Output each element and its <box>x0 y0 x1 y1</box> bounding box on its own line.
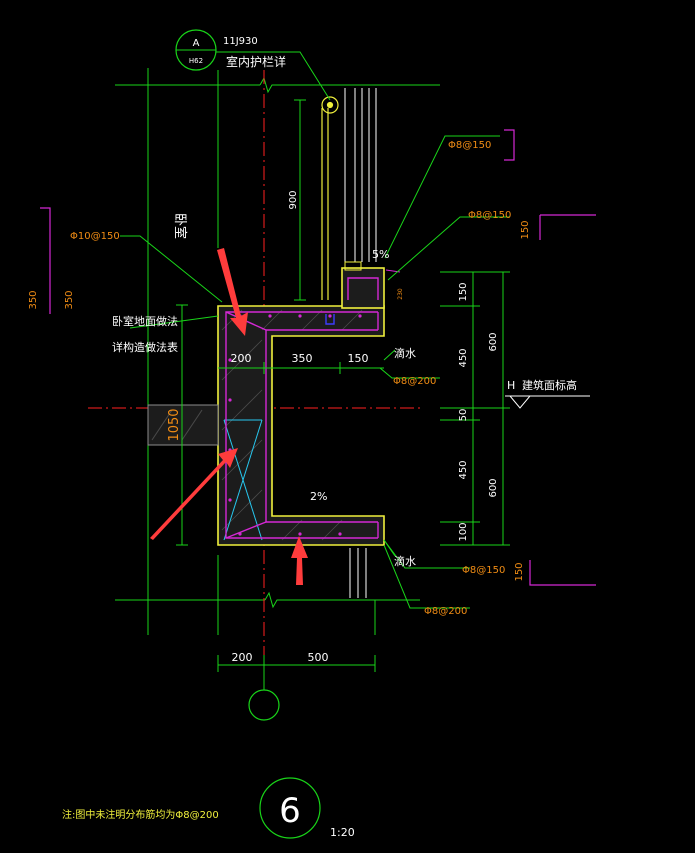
dim-right-600-bottom: 600 <box>488 478 499 497</box>
dim-right-450-bottom: 450 <box>458 460 469 479</box>
dim-beam-1050: 1050 <box>167 408 182 441</box>
dim-bottom-500: 500 <box>308 651 329 664</box>
center-lines <box>88 70 420 690</box>
dim-right-50: 50 <box>458 409 469 422</box>
callout-code: 11J930 <box>223 36 258 47</box>
annotation-arrows <box>150 248 308 585</box>
axis-bubble <box>248 689 280 721</box>
dim-900: 900 <box>288 190 299 209</box>
dim-left-350-a: 350 <box>28 290 39 309</box>
slope-top: 5% <box>372 248 389 261</box>
dim-right-450-top: 450 <box>458 348 469 367</box>
detail-marker: 6 1:20 <box>259 777 355 839</box>
labels: 卧室 卧室地面做法 详构造做法表 Φ10@150 Φ8@150 Φ8@150 Φ… <box>28 140 577 664</box>
railing-posts <box>321 96 339 300</box>
callout-bubble-top: A <box>193 38 200 49</box>
rebar-label-top-right-1: Φ8@150 <box>448 140 491 151</box>
leader-lines <box>120 51 510 609</box>
dim-350: 350 <box>292 352 313 365</box>
handrail-circle <box>321 96 339 114</box>
dim-bottom-200: 200 <box>232 651 253 664</box>
rebar-label-top-left: Φ10@150 <box>70 231 120 242</box>
left-beam <box>147 404 219 446</box>
callout-text: 室内护栏详 <box>226 54 286 69</box>
callout-bubble-bottom: H62 <box>189 57 203 65</box>
dim-right-150: 150 <box>458 282 469 301</box>
frame-lines <box>115 68 440 635</box>
room-label: 卧室 <box>172 213 188 239</box>
railing-lines <box>344 88 377 598</box>
dim-200-top: 200 <box>231 352 252 365</box>
footer-note: 注:图中未注明分布筋均为Φ8@200 <box>62 808 219 821</box>
floor-method-note: 卧室地面做法 <box>112 314 178 328</box>
drip-label-upper: 滴水 <box>394 346 416 360</box>
dim-right-100: 100 <box>458 522 469 541</box>
dim-tiny-230: 230 <box>397 288 404 300</box>
dimension-lines <box>176 99 510 690</box>
elevation-label: 建筑面标高 <box>522 378 577 392</box>
rebar-label-bottom-right-2: Φ8@200 <box>424 606 467 617</box>
dim-small-150-b: 150 <box>514 562 525 581</box>
drip-label-lower: 滴水 <box>394 554 416 568</box>
dim-small-150-a: 150 <box>520 220 531 239</box>
dim-right-600-top: 600 <box>488 332 499 351</box>
brackets <box>40 129 596 586</box>
callout-bubble: A H62 11J930 室内护栏详 <box>175 29 286 71</box>
rebar-label-top-right-2: Φ8@150 <box>468 210 511 221</box>
construction-table-note: 详构造做法表 <box>112 340 178 354</box>
rebar-label-mid-right: Φ8@200 <box>393 376 436 387</box>
dim-left-350-b: 350 <box>64 290 75 309</box>
dim-150: 150 <box>348 352 369 365</box>
rebar-label-bottom-right-1: Φ8@150 <box>462 565 505 576</box>
slope-bottom: 2% <box>310 490 327 503</box>
elevation-symbol <box>505 395 590 409</box>
elevation-mark: H <box>507 379 515 392</box>
detail-scale: 1:20 <box>330 826 355 839</box>
detail-number: 6 <box>279 791 301 831</box>
upper-curb <box>341 261 401 309</box>
